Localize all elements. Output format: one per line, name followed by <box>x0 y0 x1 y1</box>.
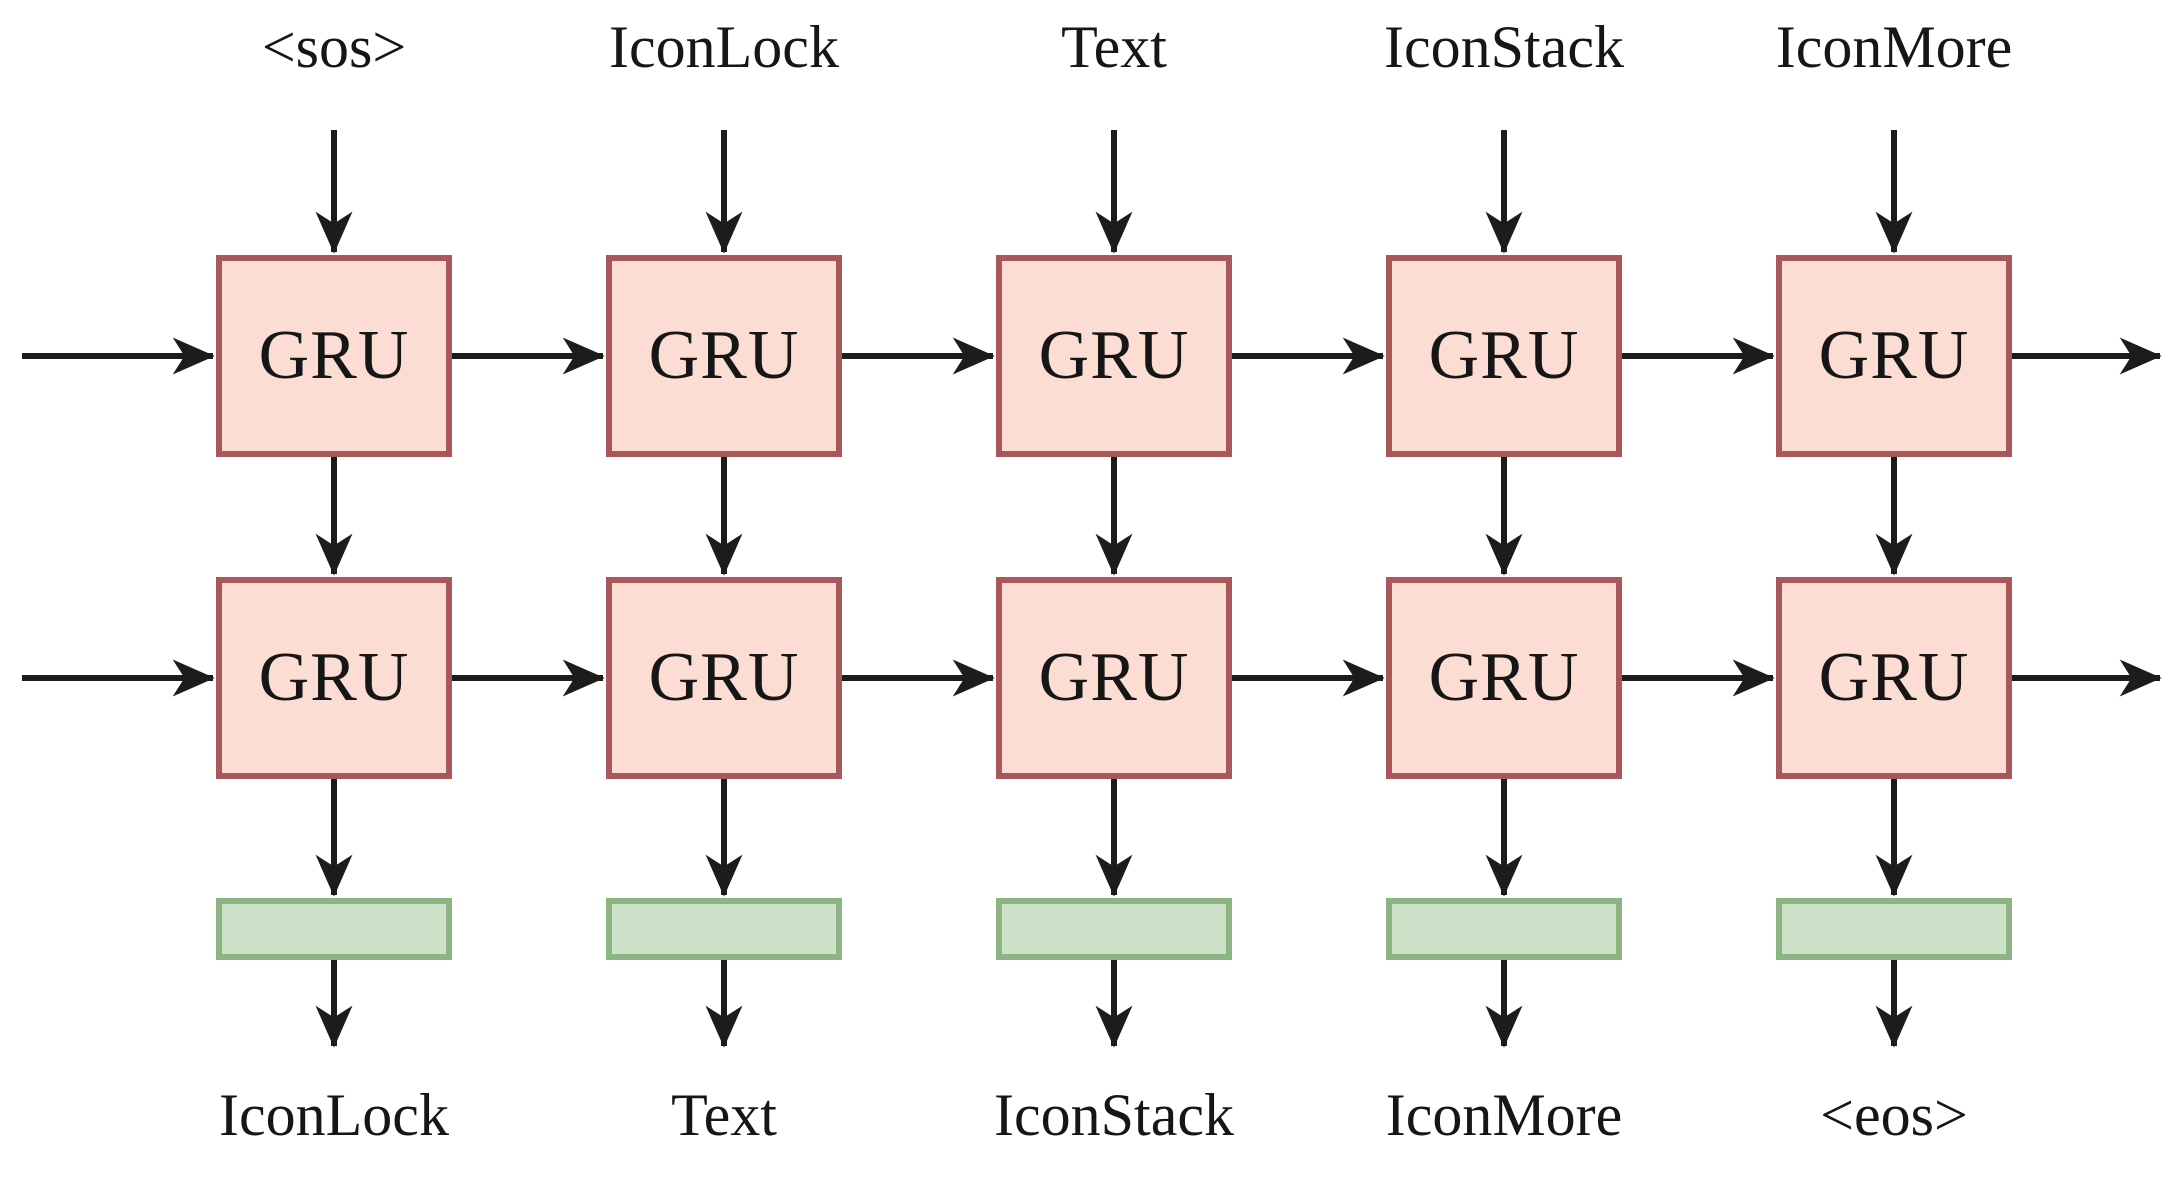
gru-cell: GRU <box>1386 577 1622 779</box>
gru-cell: GRU <box>606 255 842 457</box>
output-token-label: IconLock <box>219 1082 449 1148</box>
output-projection-bar <box>606 898 842 960</box>
output-projection-bar <box>1776 898 2012 960</box>
gru-cell: GRU <box>216 577 452 779</box>
input-token-label: IconStack <box>1384 14 1624 80</box>
output-token-label: IconStack <box>994 1082 1234 1148</box>
output-projection-bar <box>1386 898 1622 960</box>
gru-cell: GRU <box>996 577 1232 779</box>
output-token-label: IconMore <box>1385 1082 1623 1148</box>
gru-cell: GRU <box>606 577 842 779</box>
output-token-label: <eos> <box>1820 1082 1968 1148</box>
gru-cell: GRU <box>1776 255 2012 457</box>
output-projection-bar <box>996 898 1232 960</box>
input-token-label: IconLock <box>609 14 839 80</box>
gru-cell: GRU <box>216 255 452 457</box>
gru-cell: GRU <box>1386 255 1622 457</box>
input-token-label: IconMore <box>1775 14 2013 80</box>
gru-cell: GRU <box>1776 577 2012 779</box>
input-token-label: <sos> <box>261 14 407 80</box>
output-projection-bar <box>216 898 452 960</box>
input-token-label: Text <box>1061 14 1167 80</box>
gru-cell: GRU <box>996 255 1232 457</box>
output-token-label: Text <box>671 1082 777 1148</box>
